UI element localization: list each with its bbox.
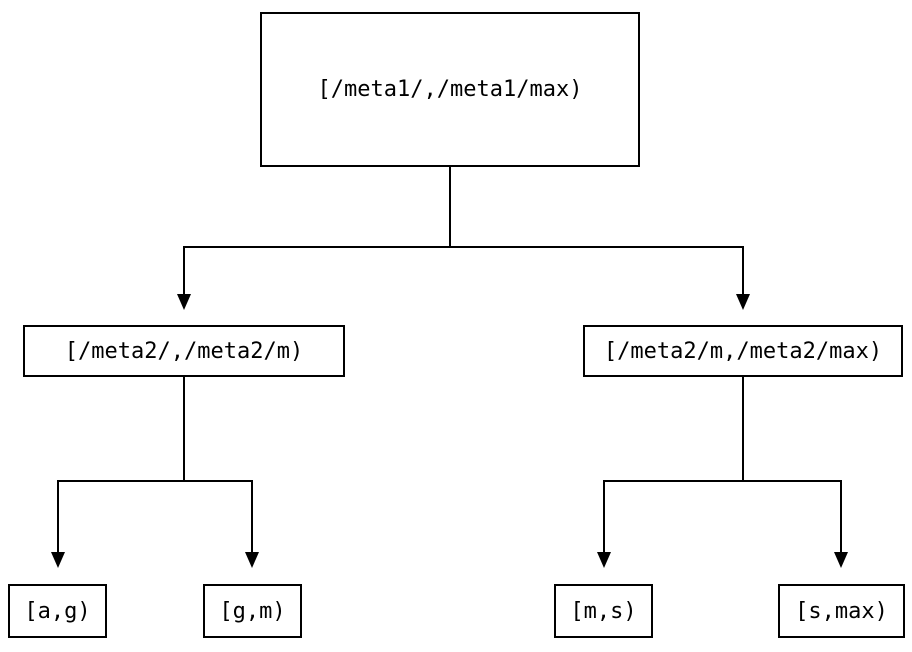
- edge-root-left-drop-line: [183, 246, 185, 294]
- node-right-child-interval: [/meta2/m,/meta2/max): [583, 325, 903, 377]
- arrowhead-to-leaf-s-max-icon: [834, 552, 848, 568]
- edge-right-leafA-drop-line: [603, 480, 605, 552]
- edge-root-stem-line: [449, 167, 451, 247]
- edge-left-stem-line: [183, 377, 185, 481]
- edge-right-leafB-drop-line: [840, 480, 842, 552]
- arrowhead-to-leaf-m-s-icon: [597, 552, 611, 568]
- arrowhead-to-left-child-icon: [177, 294, 191, 310]
- node-leaf-g-m: [g,m): [203, 584, 302, 638]
- edge-root-branch-line: [183, 246, 744, 248]
- node-left-child-interval: [/meta2/,/meta2/m): [23, 325, 345, 377]
- node-leaf-s-max: [s,max): [778, 584, 905, 638]
- edge-root-right-drop-line: [742, 246, 744, 294]
- edge-left-leafB-drop-line: [251, 480, 253, 552]
- arrowhead-to-leaf-g-m-icon: [245, 552, 259, 568]
- edge-left-branch-line: [57, 480, 253, 482]
- edge-right-branch-line: [603, 480, 842, 482]
- node-leaf-m-s: [m,s): [554, 584, 653, 638]
- arrowhead-to-right-child-icon: [736, 294, 750, 310]
- edge-right-stem-line: [742, 377, 744, 481]
- arrowhead-to-leaf-a-g-icon: [51, 552, 65, 568]
- node-root-interval: [/meta1/,/meta1/max): [260, 12, 640, 167]
- edge-left-leafA-drop-line: [57, 480, 59, 552]
- node-leaf-a-g: [a,g): [8, 584, 107, 638]
